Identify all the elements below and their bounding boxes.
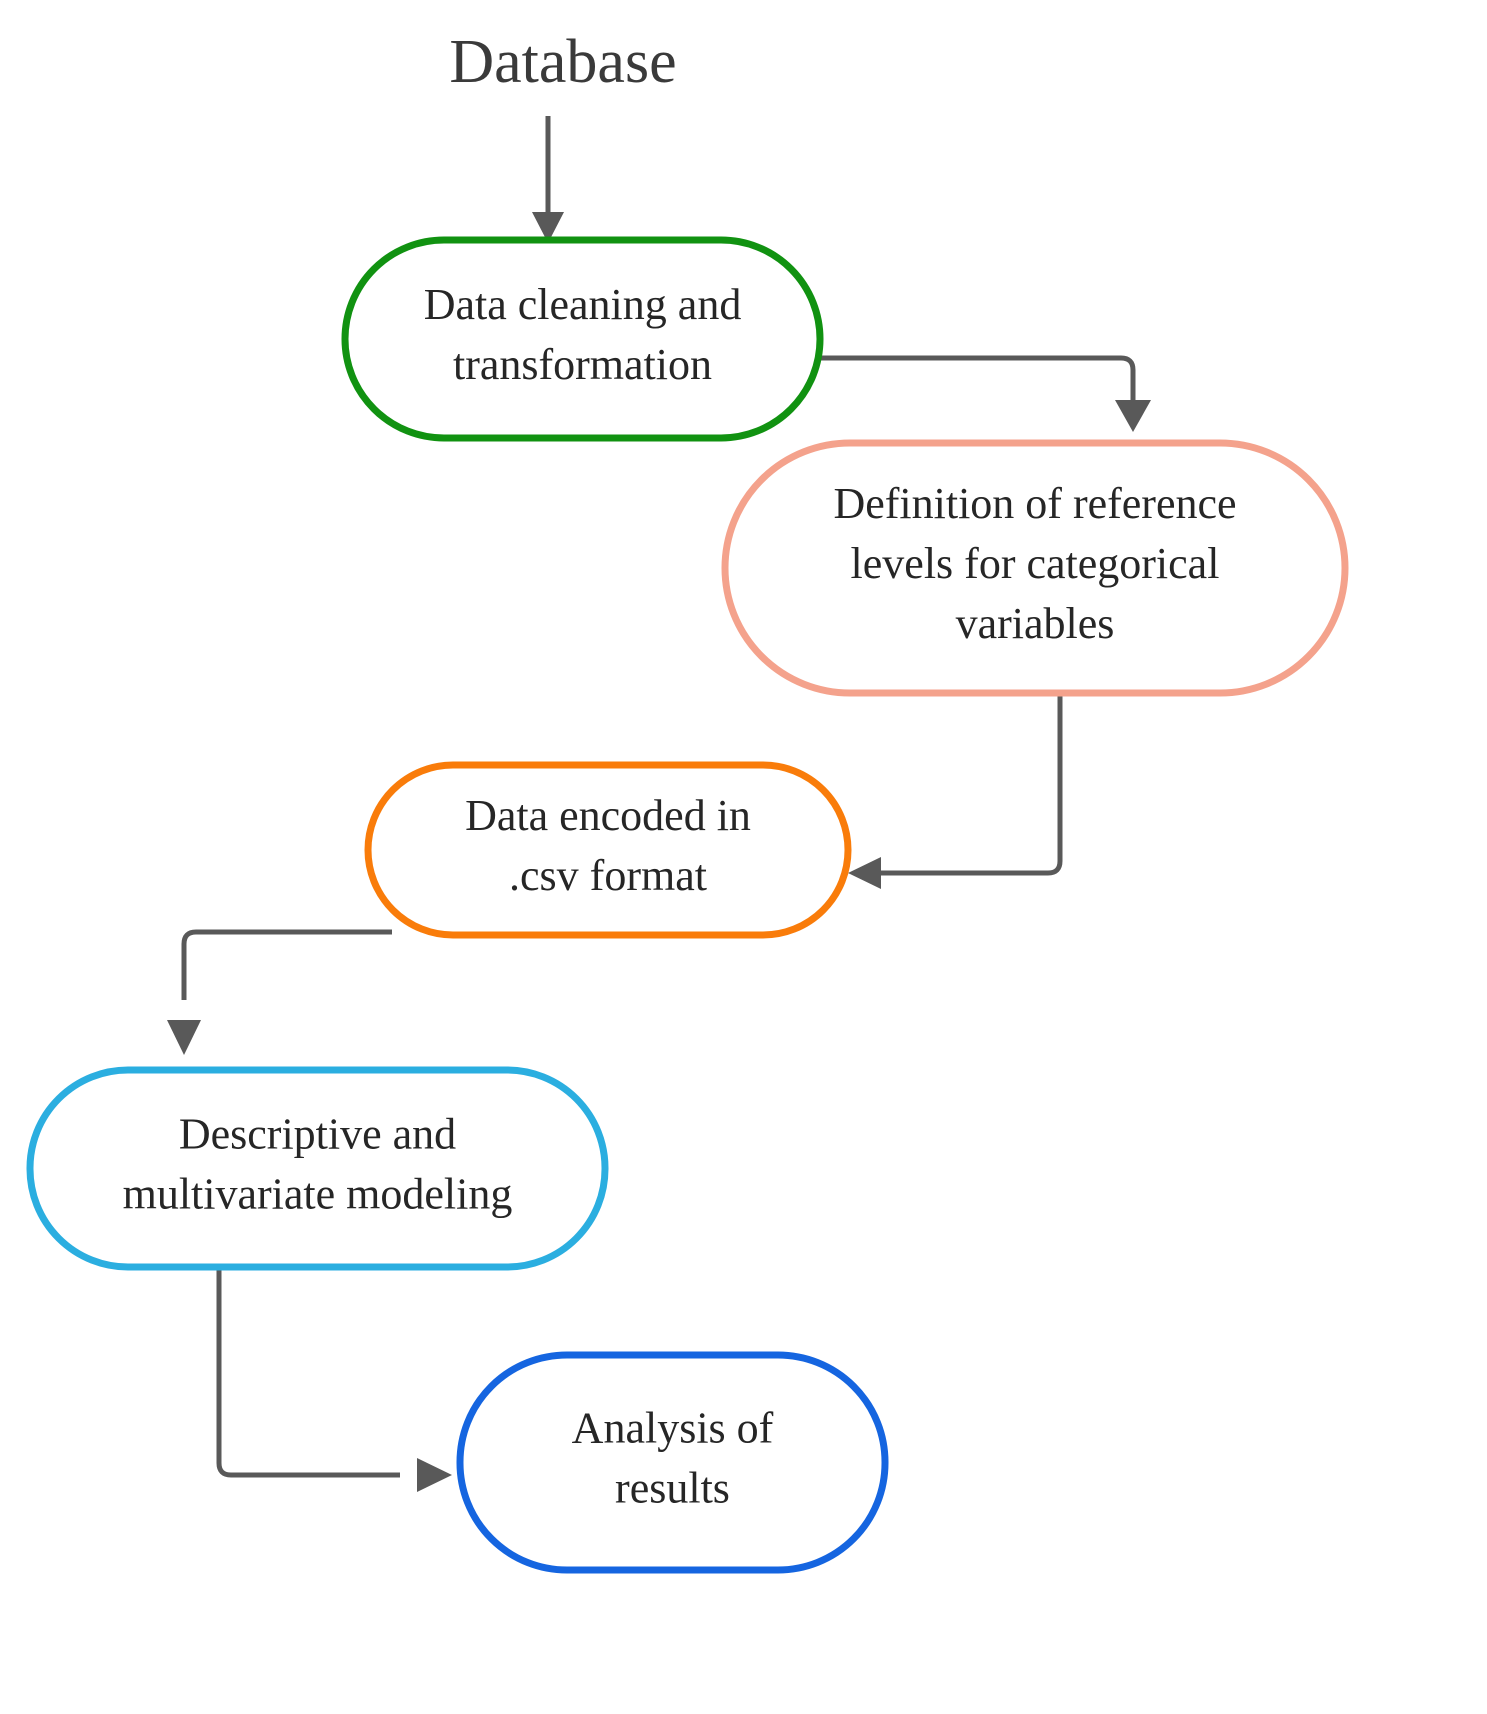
arrowhead-icon: [1115, 400, 1151, 432]
node-label: Data encoded in.csv format: [465, 791, 751, 900]
edges-layer: [167, 116, 1151, 1492]
node-outline: [364, 761, 852, 939]
edge-data-cleaning-to-reference-levels: [820, 355, 1151, 432]
node-csv-encoding[interactable]: Data encoded in.csv format: [364, 761, 852, 939]
edge-reference-levels-to-csv-encoding: [848, 695, 1063, 889]
edge-line: [820, 355, 1136, 413]
diagram-title: Database: [449, 28, 676, 96]
edge-csv-encoding-to-modeling: [167, 929, 392, 1055]
node-outline: [456, 1351, 889, 1574]
edge-database-to-data-cleaning: [532, 116, 564, 243]
node-outline: [721, 439, 1349, 697]
edge-line: [880, 695, 1063, 876]
node-outline: [26, 1066, 609, 1271]
edge-line: [181, 929, 392, 1000]
edge-modeling-to-analysis: [216, 1268, 452, 1492]
arrowhead-icon: [532, 212, 564, 243]
arrowhead-icon: [167, 1020, 201, 1055]
edge-line: [216, 1268, 400, 1478]
node-outline: [341, 236, 824, 442]
arrowhead-icon: [417, 1458, 452, 1492]
arrowhead-icon: [848, 857, 881, 889]
